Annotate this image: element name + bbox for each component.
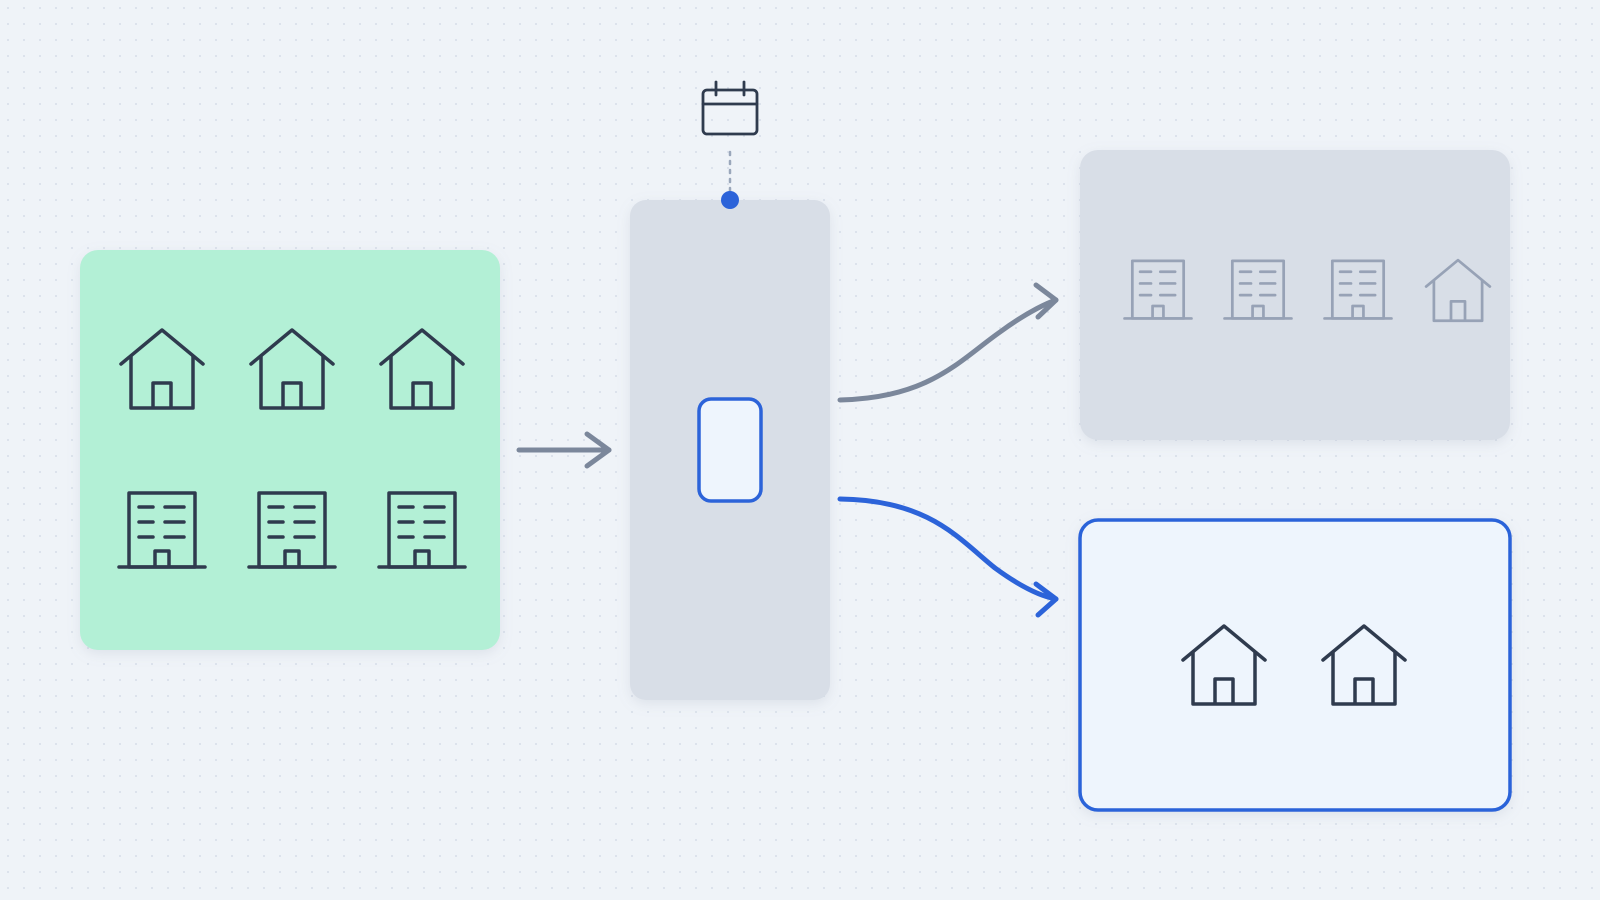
selected-group-box	[1078, 518, 1512, 812]
source-group[interactable]	[80, 250, 500, 650]
toggle-switch-icon[interactable]	[697, 397, 763, 503]
source-group-box	[80, 250, 500, 650]
selected-group[interactable]	[1078, 518, 1512, 812]
rejected-group[interactable]	[1080, 150, 1510, 440]
arrow-to-selected	[837, 496, 1059, 618]
arrow-source-to-filter	[516, 431, 612, 469]
calendar-icon	[701, 80, 759, 136]
rejected-group-box	[1080, 150, 1510, 440]
filter-node[interactable]	[630, 191, 830, 700]
trigger-dot	[721, 191, 739, 209]
arrow-to-rejected	[837, 282, 1059, 403]
